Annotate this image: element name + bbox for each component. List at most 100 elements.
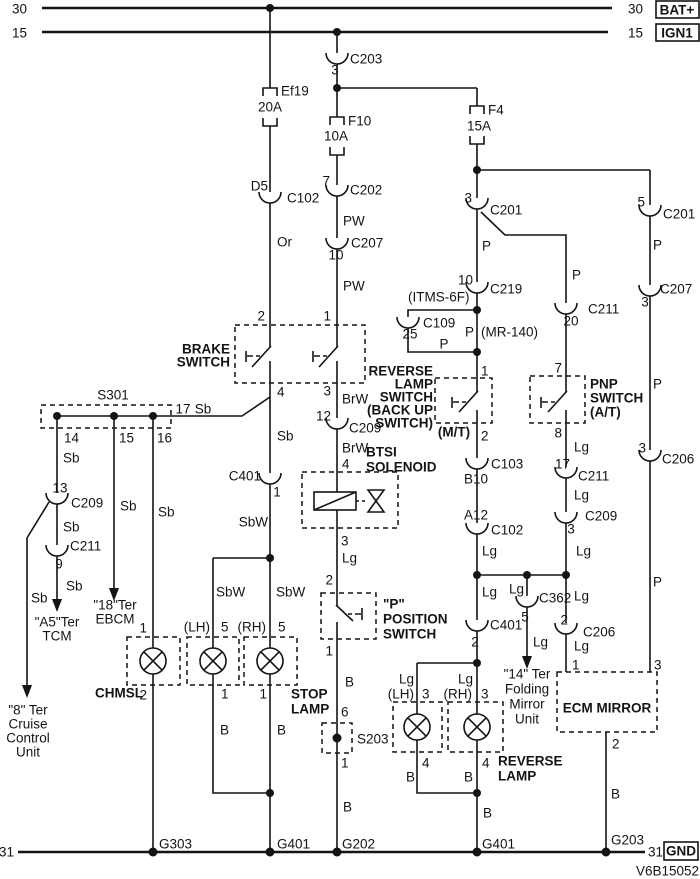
- c201-3-name: C201: [490, 203, 522, 218]
- reverse-lamp-label-1: REVERSE: [498, 754, 563, 769]
- wire-lg-bus: [416, 574, 567, 852]
- wire-p-main: P: [465, 325, 474, 340]
- tcm-arrow: [52, 599, 62, 612]
- stop-lh-pin5: 5: [221, 620, 229, 635]
- pnp-label-1: PNP: [590, 377, 618, 392]
- btsi-solenoid-symbol: [313, 489, 386, 513]
- gnd-tag: GND: [666, 844, 696, 859]
- connector-c209-3-arc: [554, 511, 578, 524]
- c102-a12-pin: A12: [464, 508, 488, 523]
- ecm-pin2: 2: [612, 737, 620, 752]
- wire-col-f10-btsi: [336, 32, 477, 852]
- folding-mirror-arrow: [522, 656, 532, 669]
- reverse-lamp-switch-contact: [451, 390, 479, 413]
- c401-1-name: C401: [229, 469, 261, 484]
- wire-lg-c362: Lg: [533, 635, 548, 650]
- s301-pin17-color: Sb: [195, 402, 212, 417]
- wire-b-rev-lh: B: [406, 770, 415, 785]
- connector-c206-3-arc: [638, 449, 662, 462]
- pnp-switch-contact: [540, 390, 568, 413]
- c209-3-name: C209: [585, 509, 617, 524]
- wire-b-ecm: B: [611, 787, 620, 802]
- rev-lh-tag: (LH): [388, 687, 414, 702]
- c207-3-pin: 3: [641, 295, 649, 310]
- s203-pin6: 6: [341, 705, 349, 720]
- rev-switch-label-5: SWITCH): [375, 416, 433, 431]
- wire-p-right3: P: [653, 575, 662, 590]
- wire-lg-pnp2: Lg: [574, 488, 589, 503]
- rev-lh-pin4: 4: [422, 756, 430, 771]
- wire-lg-rev-rh: Lg: [458, 672, 473, 687]
- wire-b-stop-rh: B: [277, 723, 286, 738]
- chmsl-label: CHMSL: [95, 686, 143, 701]
- wire-brw-2: BrW: [342, 441, 369, 456]
- wire-sbw-1: SbW: [239, 515, 269, 530]
- wire-sb-brake: Sb: [277, 429, 294, 444]
- rev-switch-label-4: (BACK UP: [367, 403, 433, 418]
- connector-c203-arc: [325, 52, 349, 65]
- c206-3-pin: 3: [638, 441, 646, 456]
- connector-c102-a12-arc: [465, 522, 489, 535]
- ground-g401-rev: G401: [482, 837, 515, 852]
- stop-lamp-lh: [199, 647, 227, 675]
- btsi-label-2: SOLENOID: [366, 460, 437, 475]
- cruise-label-4: Unit: [16, 745, 40, 760]
- btsi-valve-symbol: [366, 489, 386, 513]
- c211-20-pin: 20: [563, 314, 578, 329]
- wire-sb-c209: Sb: [63, 520, 80, 535]
- tcm-label-1: "A5"Ter: [35, 615, 80, 630]
- stop-rh-pin1: 1: [259, 687, 267, 702]
- c102-d5-pin: D5: [251, 179, 268, 194]
- c203-name: C203: [350, 52, 382, 67]
- wire-b-pswitch: B: [345, 675, 354, 690]
- connector-c362-arc: [515, 595, 539, 608]
- wire-sb-14: Sb: [63, 451, 80, 466]
- reverse-lamp-rh: [463, 713, 491, 741]
- stop-lamp-rh-box: [243, 636, 298, 686]
- brake-switch-right-contact: [312, 345, 339, 368]
- rail-15-left-label: 15: [12, 26, 27, 41]
- fuse-ef19-rating: 20A: [258, 100, 282, 115]
- reverse-lamp-lh-box: [392, 701, 443, 753]
- wire-pnp-branch: [480, 211, 567, 575]
- p-position-switch-contact: [335, 604, 363, 622]
- wire-col-f4-revswitch: [476, 88, 650, 575]
- s301-pin15: 15: [119, 431, 134, 446]
- wire-pw-1: PW: [343, 214, 365, 229]
- wire-p-c201: P: [482, 239, 491, 254]
- mr140-note: (MR-140): [481, 325, 538, 340]
- connector-c201-3-arc: [465, 197, 489, 210]
- c206-3-name: C206: [662, 452, 694, 467]
- folding-mirror-label-2: Folding: [505, 682, 549, 697]
- rail-31-left-label: 31: [0, 845, 14, 860]
- brake-switch-label-2: SWITCH: [177, 355, 230, 370]
- c401-2-pin: 2: [471, 635, 479, 650]
- c211-17-pin: 17: [555, 457, 570, 472]
- c103-name: C103: [491, 457, 523, 472]
- c201-5-name: C201: [663, 207, 695, 222]
- stop-rh-pin5: 5: [278, 620, 286, 635]
- s301-pin17: 17: [175, 402, 190, 417]
- pnp-pin7: 7: [554, 361, 562, 376]
- wire-lg-pnp1: Lg: [574, 440, 589, 455]
- c401-1-pin: 1: [273, 485, 281, 500]
- s301-pin16: 16: [157, 431, 172, 446]
- ebcm-arrow: [109, 588, 119, 601]
- ppos-label-2: POSITION: [383, 612, 448, 627]
- power-rails: [18, 0, 700, 861]
- s301-label: S301: [97, 388, 129, 403]
- rail-15-right-label: 15: [628, 26, 643, 41]
- ecm-pin1: 1: [572, 658, 580, 673]
- reverse-lamp-switch-box: [434, 377, 493, 424]
- stop-lamp-rh: [256, 647, 284, 675]
- fuse-f10-symbol: [329, 116, 345, 156]
- stop-lamp-label-1: STOP: [291, 687, 328, 702]
- wire-brw-1: BrW: [342, 392, 369, 407]
- rail-31-right-label: 31: [648, 845, 663, 860]
- wire-p-right2: P: [653, 377, 662, 392]
- rev-switch-pin1: 1: [481, 364, 489, 379]
- wire-or: Or: [277, 235, 293, 250]
- c109-pin: 25: [402, 327, 417, 342]
- cruise-arrow: [22, 685, 32, 698]
